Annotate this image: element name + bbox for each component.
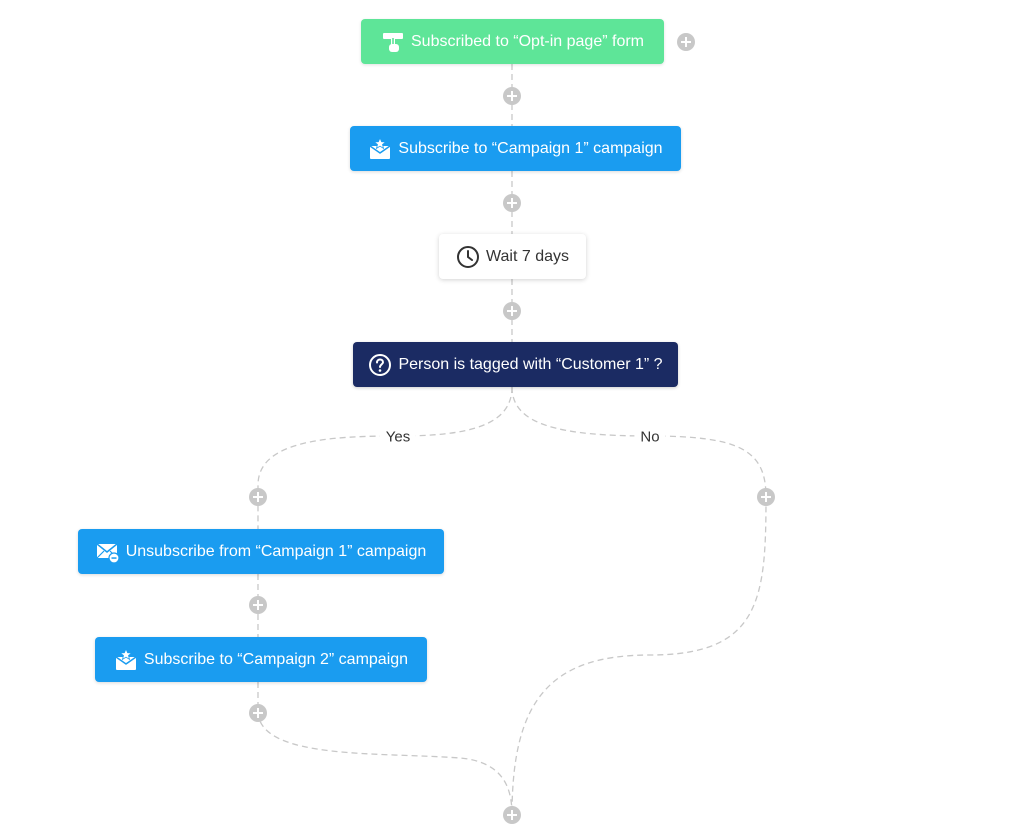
envelope-minus-icon [96, 540, 120, 564]
connector-yes-branch [257, 386, 513, 529]
trigger-node-opt-in-form[interactable]: Subscribed to “Opt-in page” form [361, 19, 664, 64]
condition-node-label: Person is tagged with “Customer 1” ? [398, 355, 663, 373]
add-step-button-after-unsubscribe[interactable] [249, 596, 267, 614]
action-node-label: Subscribe to “Campaign 2” campaign [143, 650, 409, 668]
add-step-button-after-subscribe[interactable] [503, 194, 521, 212]
add-step-button-after-subscribe-2[interactable] [249, 704, 267, 722]
condition-node-tagged-customer-1[interactable]: Person is tagged with “Customer 1” ? [353, 342, 678, 387]
add-step-button-yes-branch[interactable] [249, 488, 267, 506]
trigger-node-label: Subscribed to “Opt-in page” form [411, 32, 644, 50]
wait-node-7-days[interactable]: Wait 7 days [439, 234, 586, 279]
branch-label-no: No [634, 428, 666, 446]
action-node-label: Unsubscribe from “Campaign 1” campaign [125, 542, 427, 560]
hand-pointer-icon [381, 30, 405, 54]
connector-no-branch [511, 386, 767, 816]
action-node-subscribe-campaign-1[interactable]: Subscribe to “Campaign 1” campaign [350, 126, 681, 171]
add-step-button-after-trigger[interactable] [503, 87, 521, 105]
envelope-star-icon [114, 647, 138, 672]
add-step-button-after-wait[interactable] [503, 302, 521, 320]
add-step-button-trigger-side[interactable] [677, 33, 695, 51]
envelope-star-icon [368, 136, 392, 161]
action-node-label: Subscribe to “Campaign 1” campaign [398, 139, 663, 157]
add-step-button-no-branch[interactable] [757, 488, 775, 506]
wait-node-label: Wait 7 days [486, 247, 569, 265]
connector-yes-merge [257, 682, 513, 816]
branch-label-yes: Yes [379, 428, 417, 446]
action-node-unsubscribe-campaign-1[interactable]: Unsubscribe from “Campaign 1” campaign [78, 529, 444, 574]
clock-icon [456, 245, 480, 269]
question-circle-icon [368, 353, 392, 377]
action-node-subscribe-campaign-2[interactable]: Subscribe to “Campaign 2” campaign [95, 637, 427, 682]
add-step-button-merge[interactable] [503, 806, 521, 824]
